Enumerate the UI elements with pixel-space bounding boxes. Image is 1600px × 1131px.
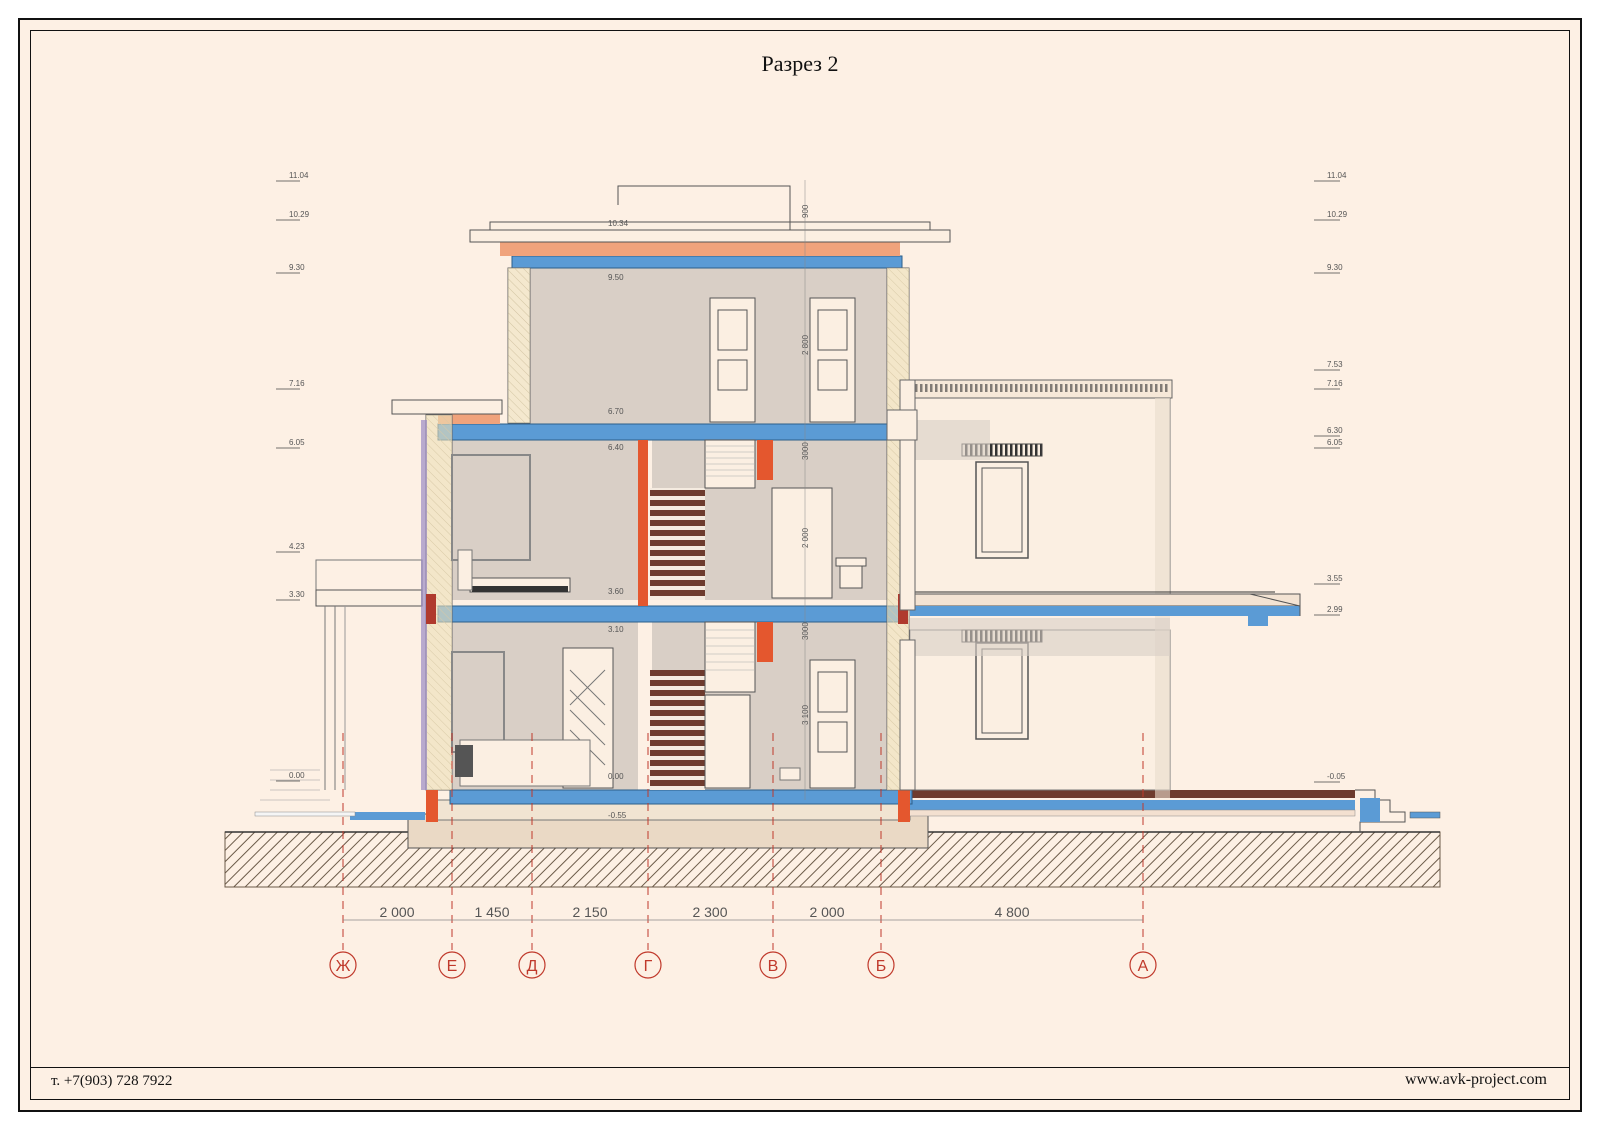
level-label: -0.05: [1327, 772, 1346, 781]
level-labels-left: 11.04 10.29 9.30 7.16 6.05 4.23 3.30 0.0…: [289, 171, 310, 780]
level-label: 9.50: [608, 273, 624, 282]
level-marks-right: [1314, 180, 1340, 783]
dim-label: 900: [801, 204, 810, 218]
axis-label: Ж: [336, 958, 351, 975]
level-label: 6.30: [1327, 426, 1343, 435]
dim-value: 2 150: [572, 904, 607, 920]
sheet-title: Разрез 2: [761, 51, 839, 76]
level-label: 10.34: [608, 219, 629, 228]
left-entry-slab: [254, 769, 425, 820]
level-label: 7.53: [1327, 360, 1343, 369]
level-label: 7.16: [1327, 379, 1343, 388]
level-label: 6.05: [1327, 438, 1343, 447]
axis-label: Г: [644, 958, 653, 975]
vertical-dimensions: 900 2 800 3000 2 000 3000 3 100: [801, 180, 810, 800]
level-labels-inner: 10.34 9.50 6.70 6.40 3.60 3.10 0.00 -0.5…: [608, 219, 629, 820]
foundation: [407, 799, 929, 849]
dim-value: 1 450: [474, 904, 509, 920]
annex-elevation: [909, 379, 1173, 798]
level-label: 6.05: [289, 438, 305, 447]
dim-value: 2 000: [809, 904, 844, 920]
level-marks-left: [276, 180, 300, 782]
dim-label: 2 000: [801, 527, 810, 548]
level-label: 2.99: [1327, 605, 1343, 614]
footer-divider: [31, 1067, 1569, 1068]
axis-markers: Ж Е Д Г В Б А: [329, 951, 1157, 979]
level-label: 3.55: [1327, 574, 1343, 583]
level-labels-right: 11.04 10.29 9.30 7.53 7.16 6.30 6.05 3.5…: [1327, 171, 1348, 781]
porch-left: [315, 559, 423, 790]
level-label: -0.55: [608, 811, 627, 820]
axis-bubble: [759, 951, 787, 979]
level-label: 4.23: [289, 542, 305, 551]
dim-label: 3000: [801, 442, 810, 460]
contact-phone: т. +7(903) 728 7922: [51, 1073, 173, 1089]
dim-label: 2 800: [801, 334, 810, 355]
level-label: 3.60: [608, 587, 624, 596]
terrace-slab: [904, 789, 1441, 832]
axis-label: Б: [876, 958, 887, 975]
dim-value: 2 300: [692, 904, 727, 920]
inner-frame: Разрез 2 т. +7(903) 728 7922 www.avk-pro…: [30, 30, 1570, 1100]
axis-label: В: [768, 958, 779, 975]
level-label: 0.00: [289, 771, 305, 780]
level-label: 7.16: [289, 379, 305, 388]
dim-value: 4 800: [994, 904, 1029, 920]
axis-label: А: [1138, 958, 1149, 975]
level-label: 3.30: [289, 590, 305, 599]
dim-label: 3 100: [801, 704, 810, 725]
dim-label: 3000: [801, 622, 810, 640]
dim-value: 2 000: [379, 904, 414, 920]
dimension-chain: 2 000 1 450 2 150 2 300 2 000 4 800: [343, 904, 1143, 921]
website-link[interactable]: www.avk-project.com: [1404, 1071, 1547, 1088]
axis-bubble: [634, 951, 662, 979]
level-label: 6.40: [608, 443, 624, 452]
axis-bubble: [438, 951, 466, 979]
axis-label: Д: [527, 958, 538, 975]
axis-bubble: [329, 951, 357, 979]
level-label: 11.04: [1327, 171, 1347, 180]
level-label: 11.04: [289, 171, 309, 180]
building-section: [391, 185, 951, 822]
level-label: 9.30: [289, 263, 305, 272]
axis-bubble: [867, 951, 895, 979]
level-label: 0.00: [608, 772, 624, 781]
level-label: 6.70: [608, 407, 624, 416]
level-label: 9.30: [1327, 263, 1343, 272]
level-label: 3.10: [608, 625, 624, 634]
axis-bubble: [1129, 951, 1157, 979]
level-label: 10.29: [1327, 210, 1348, 219]
canopy-right: [904, 591, 1301, 626]
axis-label: Е: [447, 958, 458, 975]
level-label: 10.29: [289, 210, 310, 219]
axis-bubble: [518, 951, 546, 979]
